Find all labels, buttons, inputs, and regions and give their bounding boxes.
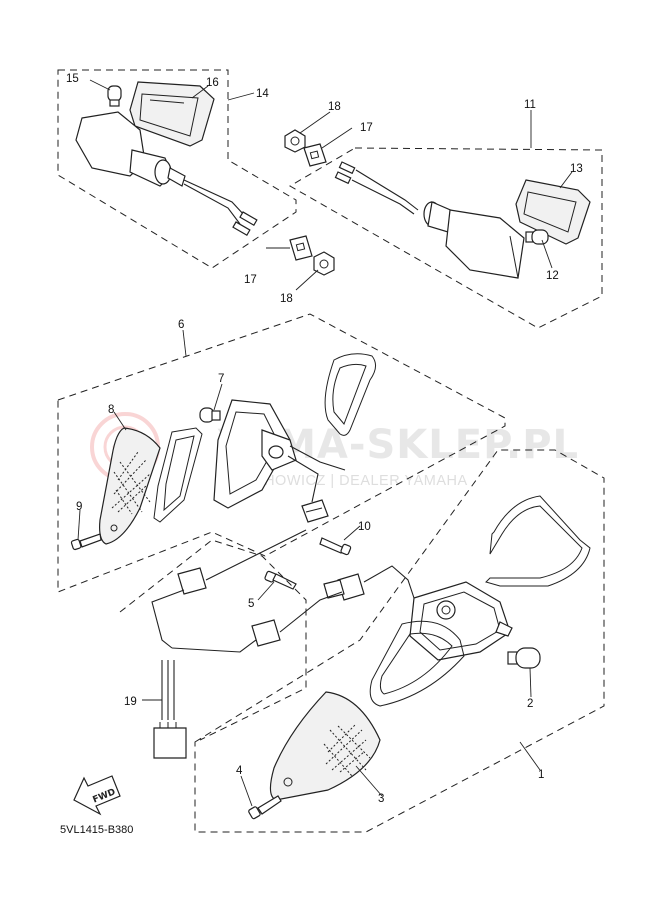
screw-9 [70,533,102,551]
gasket-1-upper [485,495,591,587]
callout-3: 3 [378,793,384,805]
callout-11: 11 [524,99,536,111]
bulb-2 [507,647,541,669]
callouts: 15 16 14 18 17 11 13 12 17 18 6 7 8 9 10… [66,73,583,805]
callout-13: 13 [570,163,583,175]
connector-6 [301,499,329,523]
callout-12: 12 [546,270,559,282]
indicator-body-11 [334,161,525,279]
lens-8 [99,427,161,545]
housing-6 [213,399,346,509]
nut-18-upper [284,129,306,153]
screw-5 [264,570,297,590]
callout-9: 9 [76,501,82,513]
gasket-6-middle [153,427,203,523]
screw-4 [248,795,282,820]
lens-3 [269,691,381,801]
indicator-body-14 [75,111,258,237]
bulb-15 [107,85,122,107]
connector-1 [323,565,415,601]
callout-8: 8 [108,404,114,416]
bulb-12 [525,229,549,245]
nut-18-lower [313,251,335,276]
gasket-1-middle [369,620,465,707]
callout-5: 5 [248,598,254,610]
plate-17-lower [289,235,313,261]
callout-7: 7 [218,373,224,385]
watermark: YAMA-SKLEP.PL LICHOWICZ | DEALER YAMAHA [90,412,578,489]
leader-lines [77,79,573,807]
group-11-outline [289,147,603,329]
callout-10: 10 [358,521,371,533]
callout-18-upper: 18 [328,101,341,113]
callout-16: 16 [206,77,219,89]
housing-1 [409,581,513,661]
lens-16 [129,81,215,147]
harness-19 [151,529,343,759]
plate-17-upper [303,143,327,167]
group-1-outline [194,449,605,833]
callout-15: 15 [66,73,79,85]
group-6-outline [57,313,506,593]
callout-19: 19 [124,696,137,708]
callout-4: 4 [236,765,243,777]
callout-17-upper: 17 [360,122,373,134]
fwd-arrow-icon: FWD [73,775,121,816]
bulb-7 [199,407,221,423]
catalog-code: 5VL1415-B380 [60,824,133,836]
callout-6: 6 [178,319,184,331]
lens-13 [515,179,591,245]
callout-17-lower: 17 [244,274,257,286]
gasket-6-upper [324,353,376,436]
watermark-tagline: LICHOWICZ | DEALER YAMAHA [240,473,468,489]
callout-2: 2 [527,698,533,710]
callout-14: 14 [256,88,269,100]
harness-outline [119,539,307,741]
callout-18-lower: 18 [280,293,293,305]
group-14-outline [57,69,297,269]
callout-1: 1 [538,769,544,781]
screw-10 [319,537,352,556]
